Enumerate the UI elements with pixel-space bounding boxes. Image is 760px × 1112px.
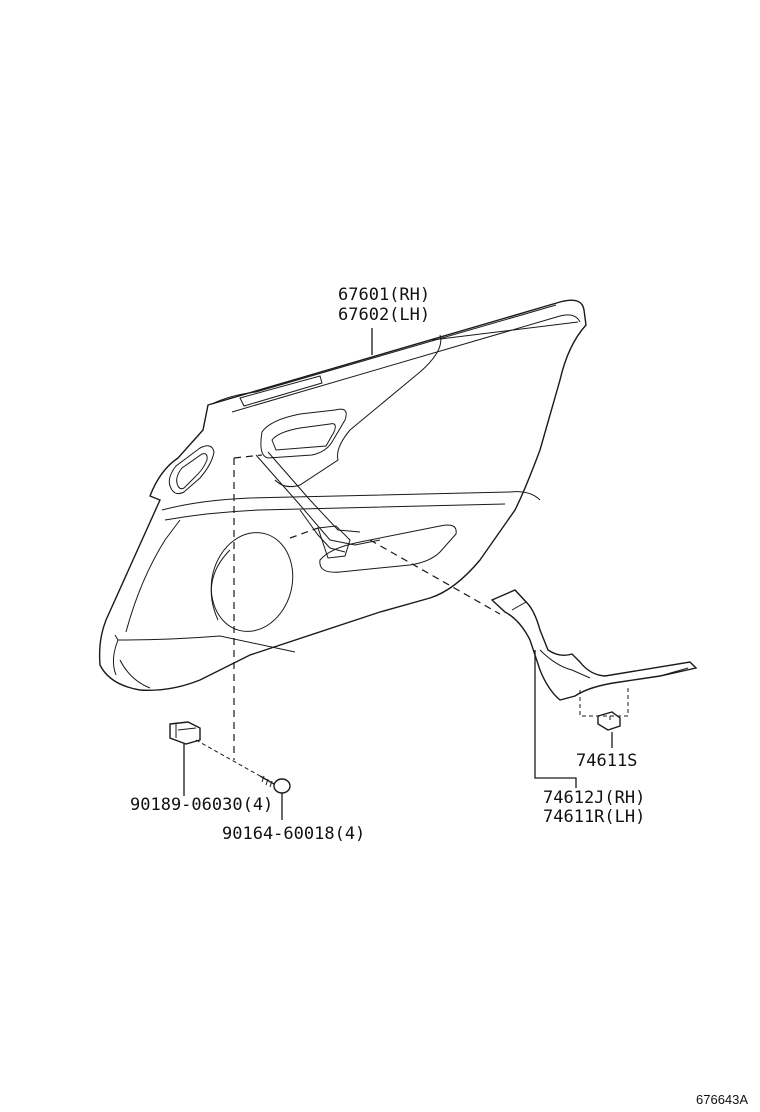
door-trim-panel-drawing <box>98 299 587 691</box>
part-label-door-trim-rh: 67601(RH) <box>338 285 430 305</box>
leader-lines <box>183 328 613 820</box>
clip-drawing <box>169 721 201 745</box>
part-label-clip: 90189-06030(4) <box>130 795 273 815</box>
reference-lines <box>195 454 629 777</box>
armrest-base-drawing <box>490 589 698 701</box>
fastener-drawing <box>597 711 621 731</box>
screw-drawing <box>259 775 291 794</box>
part-label-armrest-base-lh: 74611R(LH) <box>543 807 645 827</box>
part-label-screw: 90164-60018(4) <box>222 824 365 844</box>
part-label-door-trim-lh: 67602(LH) <box>338 305 430 325</box>
part-label-fastener: 74611S <box>576 751 637 771</box>
part-label-armrest-base-rh: 74612J(RH) <box>543 788 645 808</box>
figure-code: 676643A <box>696 1092 748 1107</box>
